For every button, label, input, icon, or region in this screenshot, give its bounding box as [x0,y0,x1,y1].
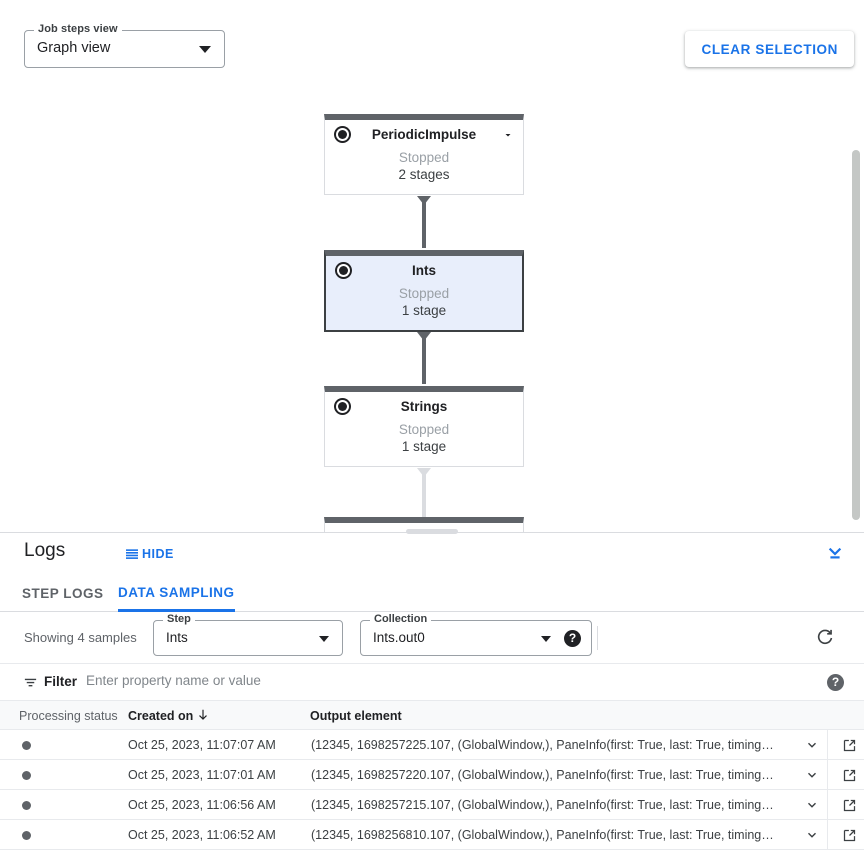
job-steps-view-value: Graph view [37,40,111,56]
graph-node-periodicimpulse[interactable]: PeriodicImpulse Stopped 2 stages [324,114,524,195]
status-dot [22,831,31,840]
table-row[interactable]: Oct 25, 2023, 11:06:56 AM (12345, 169825… [0,790,864,820]
chevron-down-icon[interactable] [803,798,821,812]
tab-data-sampling[interactable]: DATA SAMPLING [118,575,235,612]
node-title: Ints [411,263,436,278]
step-select-value: Ints [166,630,188,645]
cell-output-element: (12345, 1698257225.107, (GlobalWindow,),… [311,738,774,752]
filter-row: Filter ? [0,664,864,701]
step-select-label: Step [163,613,195,625]
help-icon[interactable]: ? [827,674,844,691]
job-steps-view-select[interactable]: Job steps view Graph view [24,23,225,68]
collection-select[interactable]: Collection Ints.out0 ? [360,613,592,656]
filter-icon [22,675,39,690]
status-dot [22,801,31,810]
logs-panel: Logs HIDE STE [0,529,864,856]
node-stages-text: 1 stage [401,439,447,454]
table-header-row: Processing status Created on Output elem… [0,701,864,730]
node-status-text: Stopped [398,422,450,437]
chevron-down-icon[interactable] [502,128,514,140]
node-status-text: Stopped [398,286,450,301]
tab-step-logs[interactable]: STEP LOGS [22,586,104,601]
list-lines-icon [124,546,140,562]
clear-selection-button[interactable]: CLEAR SELECTION [685,31,854,67]
column-header-processing-status[interactable]: Processing status [19,709,118,723]
chevron-down-icon [199,46,211,53]
showing-samples-text: Showing 4 samples [24,630,137,645]
job-steps-view-label: Job steps view [34,23,122,35]
chevron-down-icon[interactable] [803,738,821,752]
row-divider [827,820,828,850]
cell-created-on: Oct 25, 2023, 11:07:07 AM [128,738,276,752]
node-stages-text: 1 stage [401,303,447,318]
sampling-controls: Showing 4 samples Step Ints Collection I… [0,612,864,664]
graph-edge-arrow-3 [417,468,431,477]
chevron-down-icon[interactable] [803,768,821,782]
graph-edge-3 [422,468,426,520]
table-row[interactable]: Oct 25, 2023, 11:06:52 AM (12345, 169825… [0,820,864,850]
node-title: Strings [400,399,448,414]
column-header-created-on[interactable]: Created on [128,709,194,723]
cell-output-element: (12345, 1698257215.107, (GlobalWindow,),… [311,798,774,812]
status-dot [22,771,31,780]
collection-select-label: Collection [370,613,432,625]
graph-node-ints[interactable]: Ints Stopped 1 stage [324,250,524,332]
table-row[interactable]: Oct 25, 2023, 11:07:07 AM (12345, 169825… [0,730,864,760]
hide-logs-label: HIDE [142,547,174,561]
row-divider [827,730,828,760]
samples-table: Processing status Created on Output elem… [0,701,864,850]
job-graph-panel: Job steps view Graph view CLEAR SELECTIO… [0,0,864,532]
graph-node-partial[interactable] [324,517,524,532]
node-header: Strings [325,392,523,422]
table-row[interactable]: Oct 25, 2023, 11:07:01 AM (12345, 169825… [0,760,864,790]
column-header-output-element[interactable]: Output element [310,709,402,723]
graph-edge-2 [422,332,426,384]
refresh-icon[interactable] [814,627,836,649]
chevron-down-icon [541,636,551,642]
node-stages-text: 2 stages [398,167,450,182]
row-divider [827,760,828,790]
logs-header: Logs HIDE [0,533,864,575]
graph-edge-1 [422,196,426,248]
step-select[interactable]: Step Ints [153,613,343,656]
graph-toolbar: Job steps view Graph view CLEAR SELECTIO… [0,0,864,90]
status-dot [22,741,31,750]
filter-input[interactable] [86,673,786,688]
panel-resize-handle[interactable] [406,529,458,534]
open-in-new-icon[interactable] [842,798,857,813]
hide-logs-button[interactable]: HIDE [124,546,174,562]
stop-status-icon [334,398,351,415]
node-title: PeriodicImpulse [371,127,477,142]
node-status-text: Stopped [398,150,450,165]
collection-select-value: Ints.out0 [373,630,425,645]
graph-node-strings[interactable]: Strings Stopped 1 stage [324,386,524,467]
graph-edge-arrow-1 [417,196,431,205]
help-icon[interactable]: ? [564,630,581,647]
filter-label: Filter [44,674,78,689]
open-in-new-icon[interactable] [842,768,857,783]
graph-edge-arrow-2 [417,332,431,341]
node-header: Ints [326,256,522,286]
cell-created-on: Oct 25, 2023, 11:06:56 AM [128,798,276,812]
cell-output-element: (12345, 1698257220.107, (GlobalWindow,),… [311,768,774,782]
open-in-new-icon[interactable] [842,828,857,843]
cell-output-element: (12345, 1698256810.107, (GlobalWindow,),… [311,828,774,842]
arrow-downward-icon [196,707,210,723]
cell-created-on: Oct 25, 2023, 11:06:52 AM [128,828,276,842]
controls-divider [597,626,598,650]
graph-vertical-scrollbar[interactable] [852,150,860,520]
row-divider [827,790,828,820]
stop-status-icon [334,126,351,143]
expand-less-icon[interactable] [824,543,846,565]
chevron-down-icon[interactable] [803,828,821,842]
open-in-new-icon[interactable] [842,738,857,753]
chevron-down-icon [319,636,329,642]
cell-created-on: Oct 25, 2023, 11:07:01 AM [128,768,276,782]
node-header: PeriodicImpulse [325,120,523,150]
logs-title: Logs [24,540,66,561]
logs-tabs: STEP LOGS DATA SAMPLING [0,575,864,612]
stop-status-icon [335,262,352,279]
